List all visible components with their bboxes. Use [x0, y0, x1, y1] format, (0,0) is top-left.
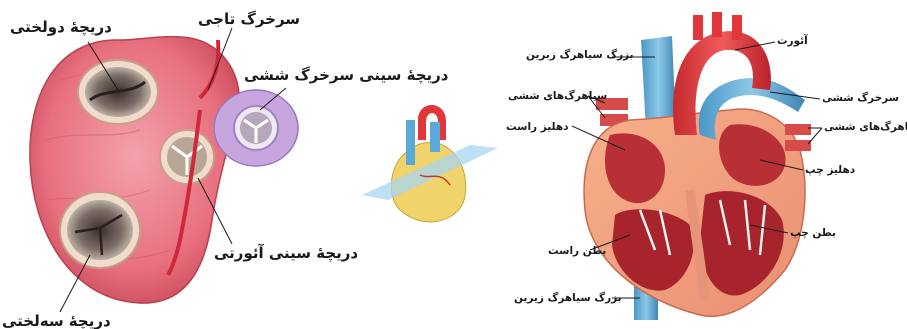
small-heart-illustration — [362, 105, 498, 222]
label-superior-vena-cava: بزرگ سیاهرگ زبرین — [526, 49, 634, 61]
label-tricuspid-valve: دریچهٔ سه‌لختی — [2, 312, 111, 329]
label-pulmonary-veins-left: سیاهرگ‌های ششی — [824, 121, 907, 133]
label-inferior-vena-cava: بزرگ سیاهرگ زیرین — [514, 292, 622, 304]
label-left-atrium: دهلیز چپ — [805, 164, 855, 176]
label-left-ventricle: بطن چپ — [790, 227, 836, 239]
label-right-ventricle: بطن راست — [548, 245, 606, 257]
label-pulmonary-veins-right: سیاهرگ‌های ششی — [508, 90, 607, 102]
label-pulmonary-valve: دریچهٔ سینی سرخرگ ششی — [244, 66, 449, 84]
label-aortic-valve: دریچهٔ سینی آئورتی — [214, 244, 358, 262]
label-right-atrium: دهلیز راست — [506, 121, 569, 133]
label-coronary-artery: سرخرگ تاجی — [198, 10, 300, 28]
label-mitral-valve: دریچهٔ دولختی — [10, 18, 112, 36]
label-pulmonary-artery: سرخرگ ششی — [822, 92, 899, 104]
label-aorta: آئورت — [777, 35, 808, 47]
